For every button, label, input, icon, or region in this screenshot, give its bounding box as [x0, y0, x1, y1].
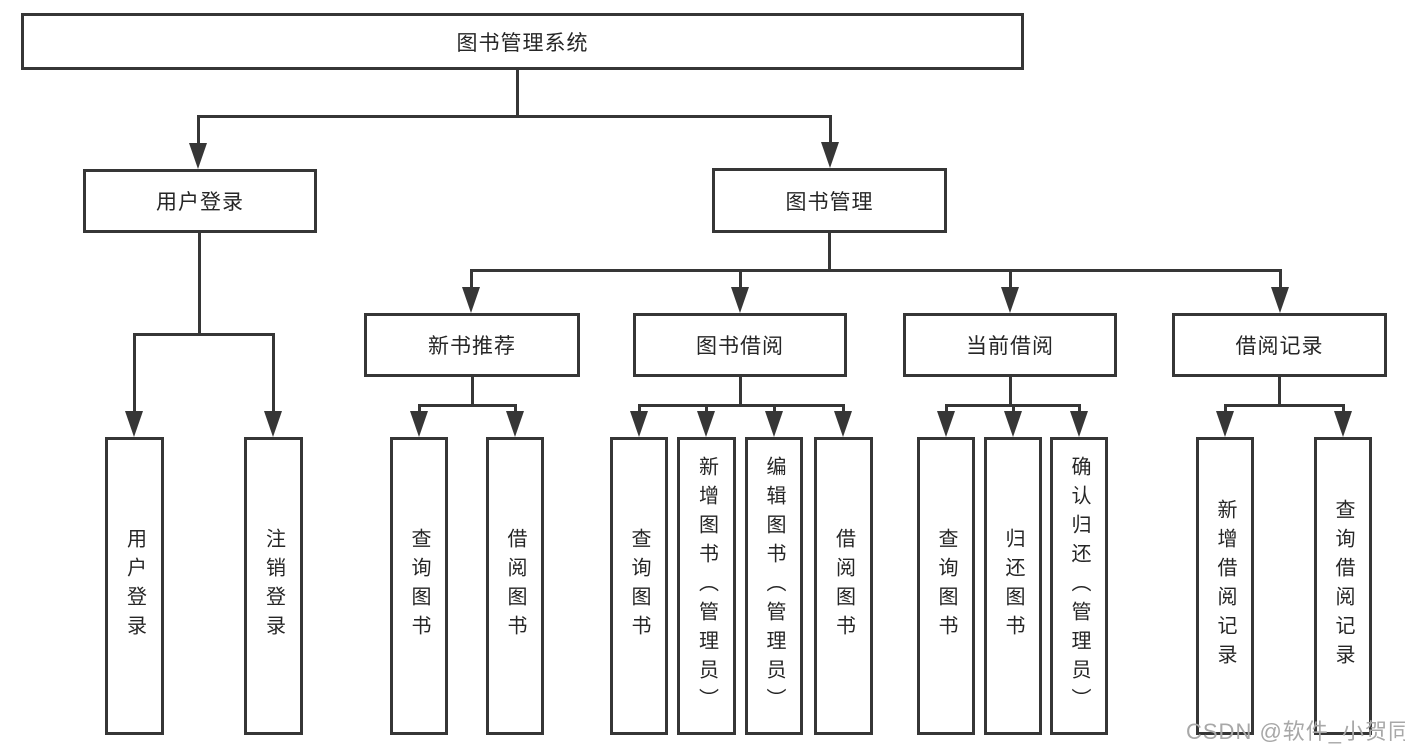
node-user-login: 用户登录 [83, 169, 317, 233]
connector-line [471, 377, 474, 407]
node-borrow-books-recommend: 借阅图书 [486, 437, 544, 735]
node-edit-books-admin: 编辑图书（管理员） [745, 437, 803, 735]
connector-line [945, 404, 948, 414]
arrow-down-icon [834, 411, 852, 437]
arrow-down-icon [630, 411, 648, 437]
node-add-borrow-record: 新增借阅记录 [1196, 437, 1254, 735]
connector-line [1224, 404, 1227, 414]
connector-line [1009, 269, 1012, 289]
node-current-borrowing: 当前借阅 [903, 313, 1117, 377]
connector-line [133, 333, 136, 413]
node-query-books-borrowing: 查询图书 [610, 437, 668, 735]
connector-line [470, 269, 473, 289]
connector-line [705, 404, 708, 414]
arrow-down-icon [765, 411, 783, 437]
arrow-down-icon [1001, 287, 1019, 313]
arrow-down-icon [1004, 411, 1022, 437]
arrow-down-icon [821, 142, 839, 168]
connector-line [470, 269, 1282, 272]
node-query-books-current: 查询图书 [917, 437, 975, 735]
arrow-down-icon [462, 287, 480, 313]
connector-line [638, 404, 844, 407]
arrow-down-icon [1216, 411, 1234, 437]
arrow-down-icon [1070, 411, 1088, 437]
connector-line [418, 404, 517, 407]
connector-line [828, 233, 831, 272]
connector-line [842, 404, 845, 414]
connector-line [197, 115, 832, 118]
connector-line [1078, 404, 1081, 414]
arrow-down-icon [1271, 287, 1289, 313]
node-logout: 注销登录 [244, 437, 303, 735]
node-book-borrowing: 图书借阅 [633, 313, 847, 377]
arrow-down-icon [937, 411, 955, 437]
node-borrowing-records: 借阅记录 [1172, 313, 1387, 377]
connector-line [739, 377, 742, 407]
connector-line [198, 233, 201, 336]
connector-line [1342, 404, 1345, 414]
node-book-management: 图书管理 [712, 168, 947, 233]
node-borrow-books-borrowing: 借阅图书 [814, 437, 873, 735]
arrow-down-icon [189, 143, 207, 169]
arrow-down-icon [410, 411, 428, 437]
watermark: CSDN @软件_小贺同学 [1186, 719, 1405, 744]
node-add-books-admin: 新增图书（管理员） [677, 437, 736, 735]
node-query-books-recommend: 查询图书 [390, 437, 448, 735]
connector-line [1224, 404, 1344, 407]
node-new-book-recommendation: 新书推荐 [364, 313, 580, 377]
connector-line [638, 404, 641, 414]
connector-line [133, 333, 275, 336]
arrow-down-icon [264, 411, 282, 437]
connector-line [272, 333, 275, 413]
connector-line [516, 69, 519, 118]
node-user-login-leaf: 用户登录 [105, 437, 164, 735]
arrow-down-icon [697, 411, 715, 437]
connector-line [1279, 269, 1282, 289]
arrow-down-icon [506, 411, 524, 437]
connector-line [773, 404, 776, 414]
connector-line [197, 115, 200, 145]
connector-line [1278, 377, 1281, 407]
connector-line [829, 115, 832, 144]
arrow-down-icon [125, 411, 143, 437]
node-confirm-return-admin: 确认归还（管理员） [1050, 437, 1108, 735]
node-query-borrow-record: 查询借阅记录 [1314, 437, 1372, 735]
connector-line [418, 404, 421, 414]
connector-line [1012, 404, 1015, 414]
node-return-books: 归还图书 [984, 437, 1042, 735]
arrow-down-icon [731, 287, 749, 313]
node-library-management-system: 图书管理系统 [21, 13, 1024, 70]
connector-line [514, 404, 517, 414]
connector-line [739, 269, 742, 289]
arrow-down-icon [1334, 411, 1352, 437]
connector-line [1009, 377, 1012, 407]
